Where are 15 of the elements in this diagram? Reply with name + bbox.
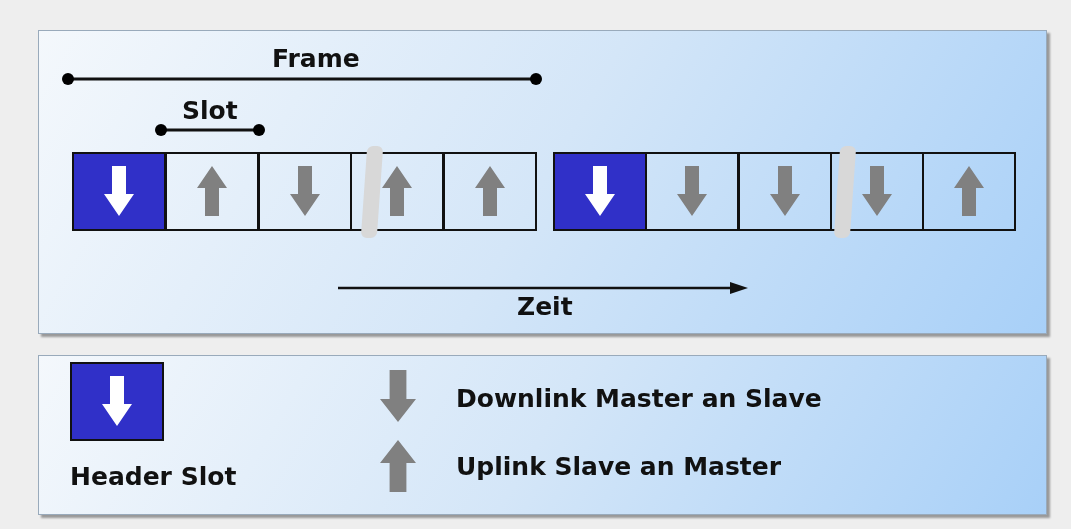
header-slot <box>72 152 166 231</box>
axis-label: Zeit <box>517 292 573 321</box>
legend-label: Downlink Master an Slave <box>456 384 822 413</box>
header-slot <box>553 152 647 231</box>
dimension-label: Slot <box>182 96 238 125</box>
legend-label: Header Slot <box>70 462 237 491</box>
legend-label: Uplink Slave an Master <box>456 452 782 481</box>
time-slot <box>738 152 832 231</box>
time-slot <box>165 152 259 231</box>
time-slot <box>258 152 352 231</box>
time-slot <box>645 152 739 231</box>
time-slot <box>922 152 1016 231</box>
dimension-label: Frame <box>272 44 360 73</box>
time-slot <box>443 152 537 231</box>
header-slot <box>70 362 164 441</box>
